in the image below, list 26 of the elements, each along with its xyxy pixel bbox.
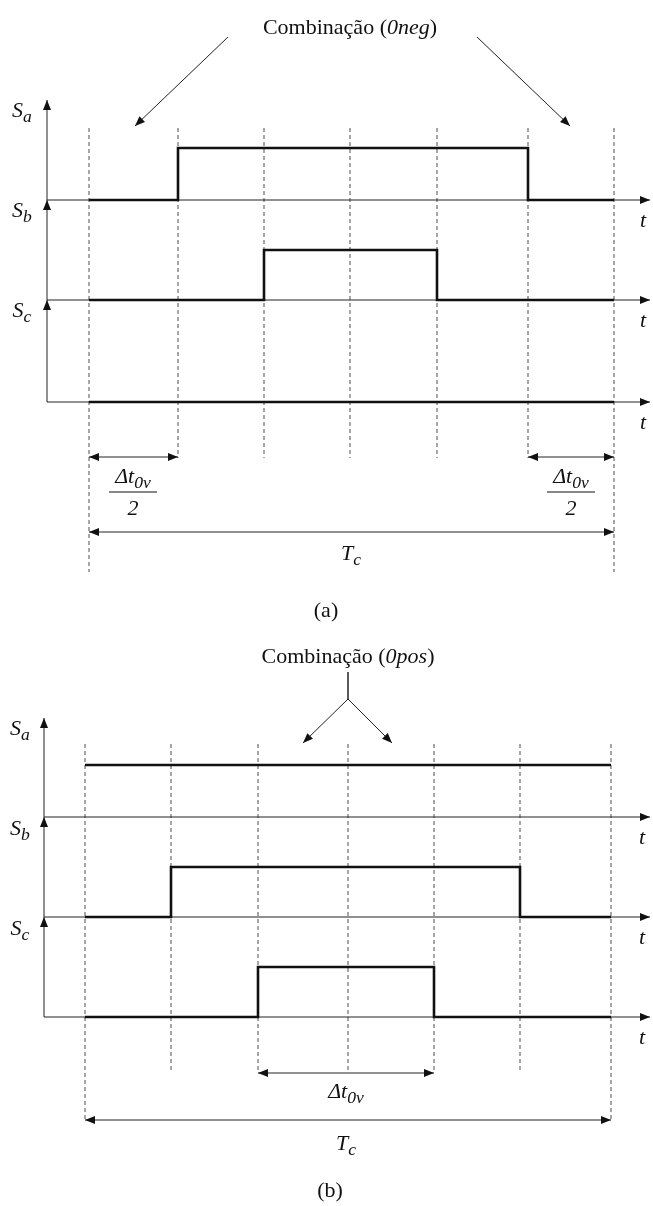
leader-arrow	[476, 36, 571, 127]
axis-label: S$_{a}$	[10, 716, 30, 744]
axis-label: t	[639, 309, 647, 331]
axis-label: t	[638, 1026, 646, 1048]
axis-label: S$_{c}$	[10, 916, 30, 944]
dimension-label: 2	[565, 497, 577, 519]
axis-label: S$_{b}$	[12, 198, 32, 226]
callout-text: Combinação (0pos)	[261, 645, 435, 667]
axis-label: t	[638, 926, 646, 948]
dimension-label: Δt$_{0v}$	[115, 464, 151, 492]
axis-label: t	[639, 411, 647, 433]
leader-arrow	[134, 36, 229, 127]
dimension-label: Δt$_{0v}$	[553, 464, 589, 492]
dimension-label: Δt$_{0v}$	[328, 1079, 364, 1107]
axis-label: S$_{b}$	[10, 816, 30, 844]
dimension-label: T$_{c}$	[340, 541, 362, 569]
axis-label: S$_{a}$	[12, 98, 32, 126]
dimension-label: 2	[127, 497, 139, 519]
dimension-label: T$_{c}$	[335, 1131, 357, 1159]
panel-label: (b)	[317, 1179, 343, 1201]
axis-label: t	[638, 826, 646, 848]
callout-text: Combinação (0neg)	[262, 16, 438, 38]
panel-label: (a)	[313, 599, 339, 621]
axis-label: t	[639, 209, 647, 231]
axis-label: S$_{c}$	[12, 298, 32, 326]
leader-arrow	[347, 671, 393, 744]
